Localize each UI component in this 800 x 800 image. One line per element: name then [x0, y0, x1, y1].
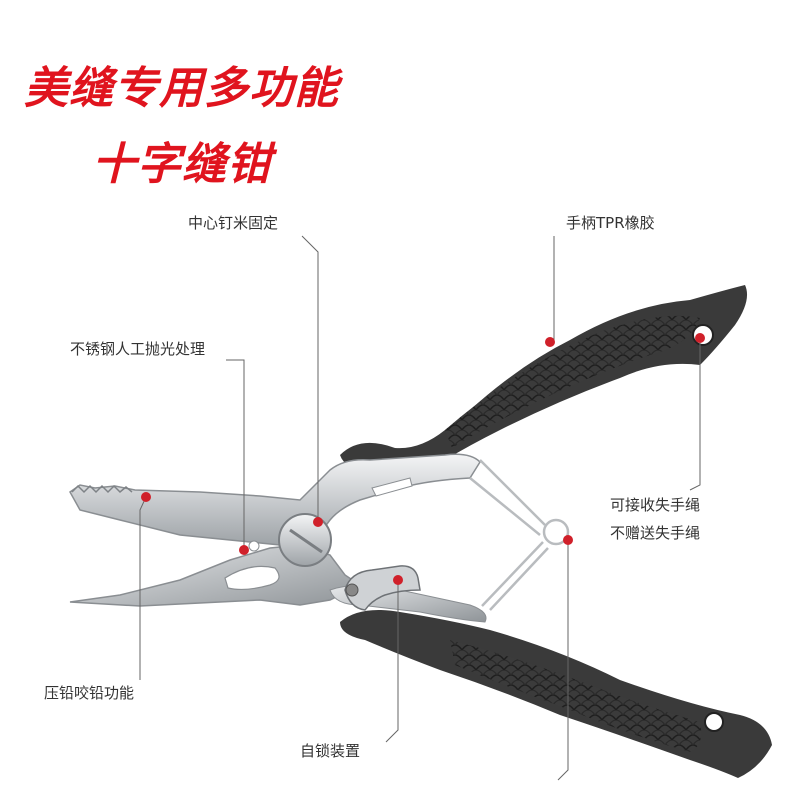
- marker-dot: [313, 517, 323, 527]
- marker-dots: [141, 333, 705, 585]
- headline-line-1: 美缝专用多功能: [24, 63, 339, 114]
- marker-dot: [239, 545, 249, 555]
- lower-handle: [340, 609, 772, 778]
- callout-self-lock: 自锁装置: [300, 742, 361, 760]
- callout-handle-material: 手柄TPR橡胶: [566, 214, 655, 232]
- marker-dot: [563, 535, 573, 545]
- upper-handle: [340, 285, 748, 473]
- marker-dot: [141, 492, 151, 502]
- marker-dot: [695, 333, 705, 343]
- leader-lines: [139, 235, 701, 781]
- callout-stainless-polish: 不锈钢人工抛光处理: [70, 340, 206, 358]
- steel-jaws: [69, 453, 487, 623]
- callout-lanyard-line-2: 不赠送失手绳: [610, 524, 701, 542]
- headline-line-2: 十字缝钳: [92, 139, 272, 190]
- callout-crimp-function: 压铅咬铅功能: [44, 684, 135, 702]
- marker-dot: [393, 575, 403, 585]
- spring-wire: [469, 459, 570, 611]
- callout-center-pin: 中心钉米固定: [188, 214, 279, 232]
- marker-dot: [545, 337, 555, 347]
- callout-lanyard-line-1: 可接收失手绳: [610, 496, 701, 514]
